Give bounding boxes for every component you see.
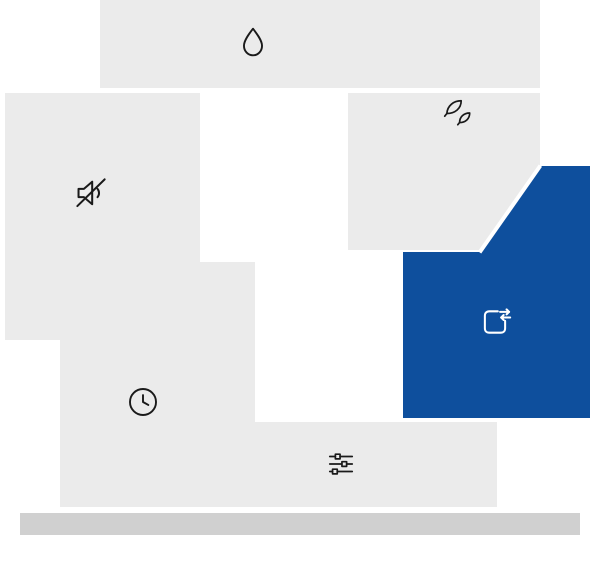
clock-icon: [126, 385, 160, 419]
sliders-icon: [326, 449, 356, 479]
bottom-scrollbar[interactable]: [20, 513, 580, 535]
leaf-icon: [441, 96, 475, 130]
tile-sliders[interactable]: [200, 422, 497, 507]
speaker-mute-icon: [72, 174, 110, 212]
tile-water[interactable]: [100, 0, 540, 88]
door-sync-icon: [477, 304, 513, 340]
water-drop-icon: [236, 25, 270, 59]
